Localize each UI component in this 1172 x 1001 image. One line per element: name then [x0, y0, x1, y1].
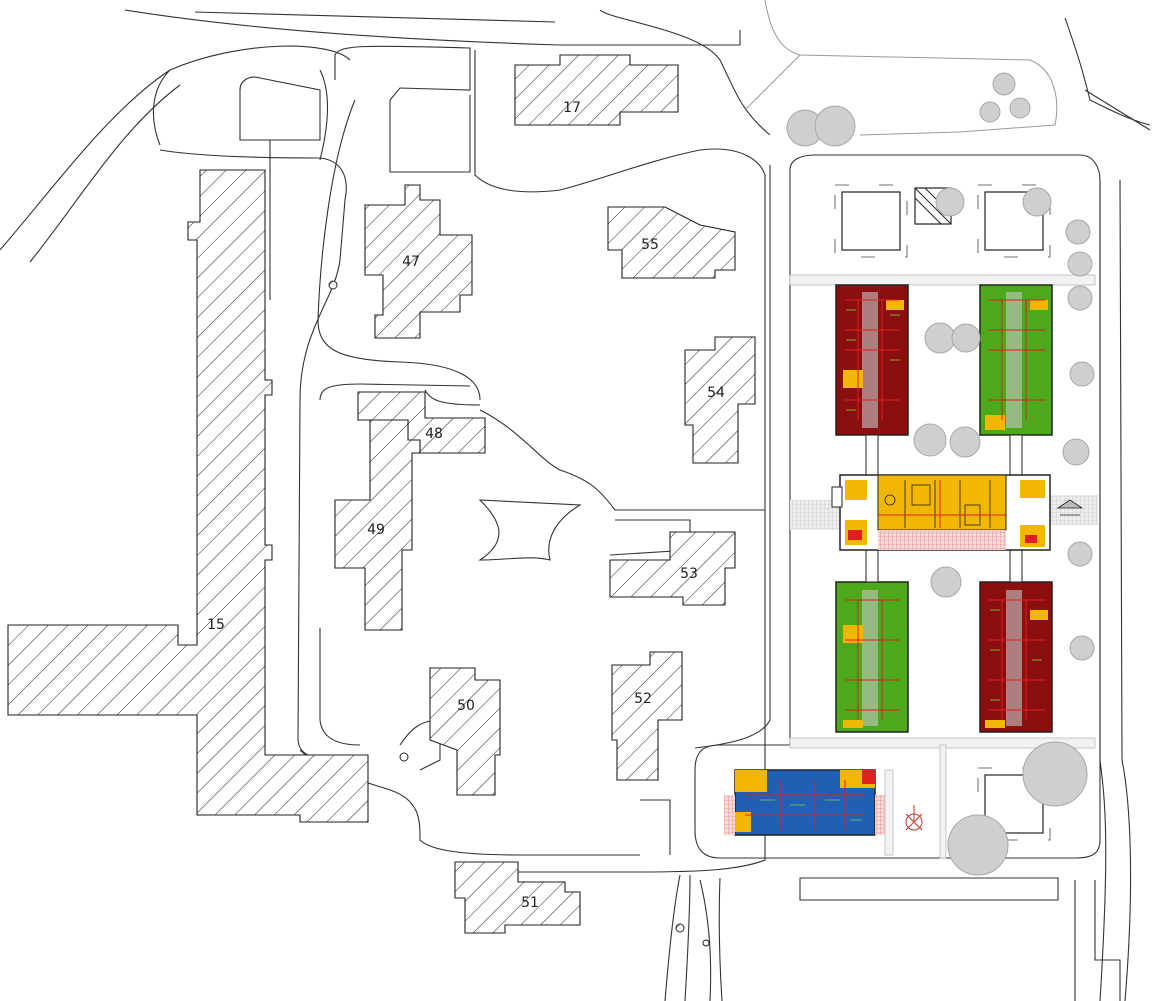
paved-walkway-kindergarten: [884, 769, 894, 856]
building-label-15: 15: [207, 617, 225, 633]
wing-southeast[interactable]: [979, 581, 1053, 733]
tree-icon: [979, 101, 1001, 123]
tree-icon: [913, 423, 947, 457]
paved-walkway-north: [789, 274, 1096, 286]
tree-icon: [935, 187, 965, 217]
west-entrance[interactable]: [831, 486, 843, 508]
connector-corridors: [865, 434, 1023, 583]
tree-icon: [924, 322, 956, 354]
paved-walkway-divider: [939, 744, 947, 859]
tree-icon: [951, 323, 981, 353]
trees: [786, 72, 1095, 876]
tree-icon: [1062, 438, 1090, 466]
tree-icon: [1067, 251, 1093, 277]
building-label-55: 55: [641, 237, 659, 253]
markers: [328, 280, 710, 947]
building-17[interactable]: [514, 54, 679, 126]
tree-icon: [930, 566, 962, 598]
building-label-54: 54: [707, 385, 725, 401]
building-54[interactable]: [684, 336, 756, 464]
tree-icon: [1065, 219, 1091, 245]
wing-southwest[interactable]: [835, 581, 909, 733]
tree-icon: [1067, 285, 1093, 311]
building-15[interactable]: [7, 169, 369, 823]
entrance-paving-east: [1048, 495, 1098, 525]
building-47[interactable]: [364, 184, 473, 339]
playground-equipment[interactable]: [905, 805, 923, 831]
building-51[interactable]: [454, 861, 581, 934]
tree-icon: [949, 426, 981, 458]
building-label-53: 53: [680, 566, 698, 582]
kindergarten-building[interactable]: [724, 769, 885, 836]
school-compound: [694, 154, 1101, 859]
building-labels: 17 47 55 54 48 49 53 15 50 52 51: [207, 100, 725, 911]
wing-northeast[interactable]: [979, 284, 1053, 436]
building-label-48: 48: [425, 426, 443, 442]
building-53[interactable]: [609, 531, 736, 606]
buildings: [7, 54, 756, 934]
tree-icon: [1009, 97, 1031, 119]
tree-icon: [1069, 635, 1095, 661]
building-55[interactable]: [607, 206, 736, 279]
school-wings: [724, 284, 1084, 836]
tree-icon: [992, 72, 1016, 96]
building-label-52: 52: [634, 691, 652, 707]
building-52[interactable]: [611, 651, 683, 781]
building-50[interactable]: [429, 667, 501, 796]
tree-icon: [1069, 361, 1095, 387]
tree-icon: [1022, 187, 1052, 217]
tree-icon: [814, 105, 856, 147]
building-label-47: 47: [402, 254, 420, 270]
building-label-51: 51: [521, 895, 539, 911]
building-label-17: 17: [563, 100, 581, 116]
tree-icon: [1067, 541, 1093, 567]
wing-northwest[interactable]: [835, 284, 909, 436]
east-entrance-steps[interactable]: [1056, 499, 1084, 516]
building-49[interactable]: [334, 419, 421, 631]
building-label-50: 50: [457, 698, 475, 714]
central-building[interactable]: [839, 474, 1051, 551]
tree-icon: [947, 814, 1009, 876]
tree-icon: [1022, 741, 1088, 807]
building-label-49: 49: [367, 522, 385, 538]
